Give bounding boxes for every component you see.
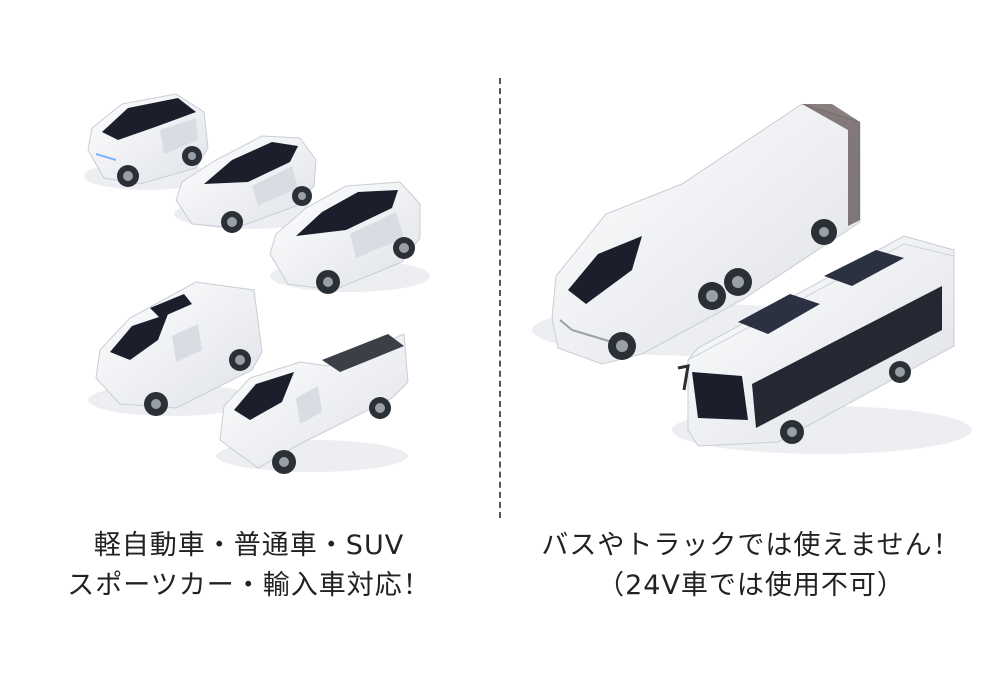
supported-vehicles-panel: 軽自動車・普通車・SUV スポーツカー・輸入車対応！ bbox=[0, 0, 498, 685]
compact-car-icon bbox=[84, 93, 212, 190]
bus-icon bbox=[672, 235, 972, 454]
caption-line-1: 軽自動車・普通車・SUV bbox=[93, 530, 405, 561]
dashed-divider bbox=[499, 78, 501, 518]
unsupported-vehicles-illustration bbox=[532, 103, 972, 454]
van-icon bbox=[88, 281, 263, 416]
caption-line-2: スポーツカー・輸入車対応！ bbox=[67, 570, 431, 601]
sedan-car-icon bbox=[174, 135, 322, 233]
unsupported-vehicles-panel: バスやトラックでは使えません！ （24V車では使用不可） bbox=[502, 0, 1000, 685]
pickup-truck-icon bbox=[216, 333, 409, 474]
supported-vehicles-caption: 軽自動車・普通車・SUV スポーツカー・輸入車対応！ bbox=[0, 526, 498, 606]
caption-line-1: バスやトラックでは使えません！ bbox=[541, 530, 961, 561]
suv-car-icon bbox=[269, 181, 430, 294]
unsupported-vehicles-caption: バスやトラックでは使えません！ （24V車では使用不可） bbox=[502, 526, 1000, 606]
supported-vehicles-illustration bbox=[84, 93, 430, 474]
caption-line-2: （24V車では使用不可） bbox=[597, 570, 905, 601]
